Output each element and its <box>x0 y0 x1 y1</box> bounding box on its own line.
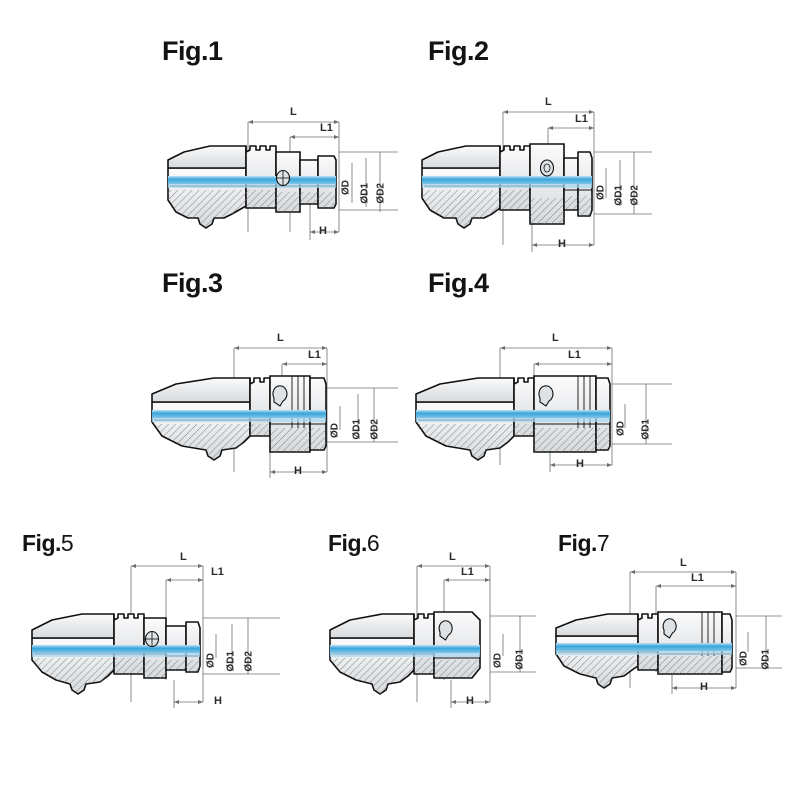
dimension-L1-fig-1: L1 <box>320 122 333 134</box>
figure-label-number: 6 <box>366 530 380 556</box>
tool-body-fig-6 <box>329 611 481 695</box>
figure-label-prefix: Fig. <box>22 530 61 556</box>
coolant-band-fig-6 <box>330 645 480 657</box>
figure-fig-7: Fig.7 <box>550 520 800 740</box>
figure-label-prefix: Fig. <box>558 530 597 556</box>
tool-body-fig-7 <box>555 611 733 689</box>
dimension-H-fig-6: H <box>466 695 474 707</box>
figure-drawing-fig-5 <box>31 564 280 708</box>
dimension-L-fig-2: L <box>545 96 552 108</box>
dimension-ticks-fig-4 <box>500 346 612 467</box>
figure-label-number: 7 <box>596 530 610 556</box>
dimension-L-fig-3: L <box>277 332 284 344</box>
figure-label-fig-6: Fig.6 <box>328 530 380 556</box>
dimension-D2-fig-1: ØD2 <box>375 183 387 204</box>
dimension-D1-fig-4: ØD1 <box>640 419 652 440</box>
figure-fig-4: Fig.4 <box>400 260 800 510</box>
dimension-D2-fig-5: ØD2 <box>243 651 255 672</box>
dimension-D-fig-5: ØD <box>205 653 217 668</box>
figure-label-fig-5: Fig.5 <box>22 530 74 556</box>
figure-fig-3: Fig.3 <box>0 260 400 510</box>
dimension-ticks-fig-3 <box>234 346 327 474</box>
figure-label-fig-2: Fig.2 <box>428 38 489 65</box>
figure-label-fig-3: Fig.3 <box>162 270 223 297</box>
tool-body-fig-4 <box>415 375 611 461</box>
dimension-L-fig-6: L <box>449 551 456 563</box>
figure-drawing-fig-6 <box>329 564 536 708</box>
coolant-band-fig-3 <box>152 410 326 422</box>
coolant-band-fig-7 <box>556 643 732 655</box>
tool-body-fig-2 <box>421 143 593 229</box>
figure-drawing-fig-1 <box>167 120 398 240</box>
dimension-ticks-fig-2 <box>503 110 594 247</box>
dimension-L-fig-7: L <box>680 557 687 569</box>
dimension-D-fig-1: ØD <box>340 180 352 195</box>
dimension-D-fig-4: ØD <box>615 421 627 436</box>
coolant-band-fig-1 <box>168 176 336 188</box>
figure-label-fig-4: Fig.4 <box>428 270 489 297</box>
dimension-D1-fig-5: ØD1 <box>225 651 237 672</box>
dimension-L1-fig-7: L1 <box>691 572 704 584</box>
dimension-D1-fig-1: ØD1 <box>359 183 371 204</box>
figure-label-text: Fig.1 <box>162 36 223 66</box>
dimension-H-fig-2: H <box>558 238 566 250</box>
dimension-L1-fig-2: L1 <box>575 113 588 125</box>
dimension-H-fig-7: H <box>700 681 708 693</box>
dimension-D-fig-6: ØD <box>492 653 504 668</box>
set-screw-icon-fig-6 <box>438 620 453 641</box>
dimension-ticks-fig-6 <box>417 564 490 704</box>
coolant-band-fig-5 <box>32 645 200 657</box>
figure-label-text: Fig.2 <box>428 36 489 66</box>
figure-label-text: Fig.4 <box>428 268 489 298</box>
set-screw-icon-fig-5 <box>144 630 160 648</box>
figure-label-prefix: Fig. <box>328 530 367 556</box>
dimension-D2-fig-3: ØD2 <box>369 419 381 440</box>
set-screw-icon-fig-2 <box>539 159 555 177</box>
dimension-D-fig-2: ØD <box>595 185 607 200</box>
dimension-ticks-fig-7 <box>630 570 736 690</box>
figure-drawing-fig-3 <box>151 346 398 478</box>
figure-fig-5: Fig.5 <box>0 520 300 740</box>
coolant-band-fig-4 <box>416 410 610 422</box>
dimension-D1-fig-2: ØD1 <box>613 185 625 206</box>
dimension-D2-fig-2: ØD2 <box>629 185 641 206</box>
dimension-ticks-fig-1 <box>248 120 339 234</box>
dimension-H-fig-4: H <box>576 458 584 470</box>
figure-drawing-fig-2 <box>421 110 652 252</box>
figure-drawing-fig-7 <box>555 570 782 694</box>
dimension-D1-fig-6: ØD1 <box>514 649 526 670</box>
dimension-D1-fig-3: ØD1 <box>351 419 363 440</box>
set-screw-icon-fig-3 <box>272 385 288 407</box>
figure-label-fig-7: Fig.7 <box>558 530 610 556</box>
set-screw-icon-fig-4 <box>538 385 554 407</box>
dimension-H-fig-3: H <box>294 465 302 477</box>
dimension-L1-fig-4: L1 <box>568 349 581 361</box>
figure-drawing-fig-4 <box>415 346 672 472</box>
dimension-L1-fig-6: L1 <box>461 566 474 578</box>
figure-fig-1: Fig.1 <box>0 0 400 270</box>
coolant-band-fig-2 <box>422 176 592 188</box>
dimension-L1-fig-3: L1 <box>308 349 321 361</box>
tool-body-fig-3 <box>151 375 327 461</box>
dimension-L-fig-4: L <box>552 332 559 344</box>
dimension-D1-fig-7: ØD1 <box>760 649 772 670</box>
set-screw-icon-fig-7 <box>662 618 677 639</box>
dimension-ticks-fig-5 <box>131 564 203 704</box>
dimension-L1-fig-5: L1 <box>211 566 224 578</box>
figure-fig-6: Fig.6 <box>320 520 570 740</box>
figure-label-text: Fig.3 <box>162 268 223 298</box>
tool-body-fig-1 <box>167 145 337 229</box>
dimension-D-fig-7: ØD <box>738 651 750 666</box>
dimension-L-fig-5: L <box>180 551 187 563</box>
figure-fig-2: Fig.2 <box>400 0 800 270</box>
dimension-L-fig-1: L <box>290 106 297 118</box>
tool-body-fig-5 <box>31 613 201 695</box>
dimension-D-fig-3: ØD <box>329 423 341 438</box>
set-screw-icon-fig-1 <box>275 169 291 187</box>
dimension-H-fig-1: H <box>319 225 327 237</box>
figure-label-number: 5 <box>60 530 74 556</box>
figure-label-fig-1: Fig.1 <box>162 38 223 65</box>
dimension-H-fig-5: H <box>214 695 222 707</box>
